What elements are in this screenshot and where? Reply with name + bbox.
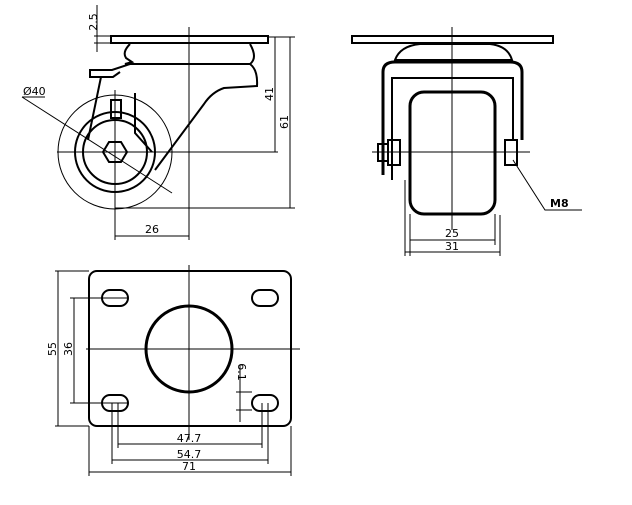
dim-slot: 6.1: [235, 363, 248, 381]
side-view: Ø40 2.5 41 61 26: [21, 5, 295, 240]
mount-slot: [251, 394, 279, 412]
slot: [110, 99, 122, 119]
dim-total-height: 61: [278, 115, 291, 129]
brake-lever: [89, 63, 131, 78]
dim-hole-spacing-v: 36: [62, 342, 75, 356]
fork-leg: [154, 63, 259, 171]
dim-plate-height: 55: [46, 342, 59, 356]
dim-axle-height: 41: [263, 87, 276, 101]
swivel-bearing: [123, 43, 255, 65]
dim-wheel-width: 25: [445, 227, 459, 240]
dim-hole-inner: 47.7: [177, 432, 202, 445]
mount-slot: [251, 289, 279, 307]
dim-hole-outer: 54.7: [177, 448, 202, 461]
top-plate-view: 55 36 6.1 47.7 54.7 71: [46, 265, 300, 476]
dim-fork-width: 31: [445, 240, 459, 253]
dim-bolt: M8: [550, 197, 569, 210]
front-view: 25 31 M8: [351, 27, 582, 256]
dim-plate: 2.5: [87, 13, 100, 31]
dim-plate-width: 71: [182, 460, 196, 473]
dim-wheel-dia: Ø40: [23, 85, 46, 98]
dim-offset: 26: [145, 223, 159, 236]
